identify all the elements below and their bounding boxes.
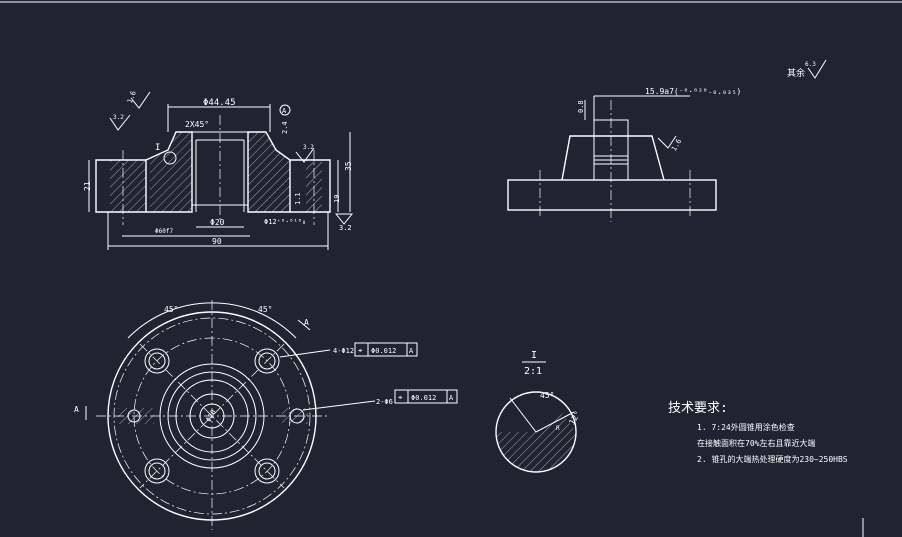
- roughness-1-label: 1.6: [126, 90, 138, 105]
- detail-hatch: [496, 410, 576, 472]
- depth-value-label: 1.1: [294, 192, 302, 205]
- overall-width-label: 90: [212, 237, 222, 246]
- angle-label-2: 45°: [258, 305, 272, 314]
- right-body-hatch: [248, 132, 290, 212]
- tolerance-bore-label: Φ12⁺⁰·⁰¹⁸₀: [264, 218, 306, 226]
- datum-top-arrow: [297, 319, 311, 331]
- datum-marker-label: A: [282, 107, 287, 115]
- bolt-hole-tl: [144, 348, 170, 374]
- fcf-1: [354, 342, 418, 357]
- side-view: 15.9a7(⁻⁰·⁰²⁰₋₀.₀₃₅) 0.8 1.6: [507, 87, 741, 222]
- plan-view: 45° 45° A A 4-Φ12 ⌖ Φ0.012 A 2-Φ6 ⌖ Φ0.0…: [74, 300, 458, 530]
- other-roughness: 其余 6.3: [787, 59, 827, 79]
- inner-diameter-label: Φ20: [210, 218, 225, 227]
- bolt-hole-tl-inner: [148, 352, 166, 370]
- roughness-symbol-2: [109, 114, 131, 131]
- chamfer-label: 2X45°: [185, 120, 209, 129]
- detail-scale-top: I: [531, 350, 537, 361]
- roughness-3-label: 3.2: [303, 144, 314, 151]
- bolt-hole-br-inner: [258, 462, 276, 480]
- counterbore-label: Φ60f7: [155, 228, 173, 235]
- bore-diameter-label: Φ44.45: [203, 98, 236, 108]
- tech-requirements: 技术要求: 1. 7:24外圆锥用涂色检查 在接触面积在70%左右且靠近大端 2…: [668, 401, 848, 464]
- left-height-label: 0.8: [577, 100, 585, 113]
- datum-circle: [279, 104, 291, 116]
- plan-diag-1: [139, 343, 285, 489]
- bolt-hole-bl-inner: [148, 462, 166, 480]
- height-right-label: 35: [344, 161, 353, 171]
- other-label: 其余: [787, 67, 805, 79]
- step-height-label: 19: [333, 195, 341, 203]
- detail-angle-1: 45°: [540, 391, 554, 400]
- section-view: I Φ44.45 2X45° A 2.4 1.6 3.2 3.2 3.2 21 …: [83, 90, 354, 250]
- tech-line-1: 1. 7:24外圆锥用涂色检查: [697, 422, 795, 432]
- fcf-1-tol: Φ0.012: [371, 347, 396, 355]
- other-roughness-symbol: [807, 59, 827, 79]
- roughness-symbol-3: [295, 147, 315, 163]
- tech-line-2: 在接触面积在70%左右且靠近大端: [697, 438, 815, 448]
- roughness-2-label: 3.2: [113, 114, 124, 121]
- bolt-hole-tr: [254, 348, 280, 374]
- hole-callout-1-label: 4-Φ12: [333, 347, 354, 355]
- fcf-2-datum: A: [449, 394, 454, 402]
- angle-label-1: 45°: [164, 305, 178, 314]
- fcf-2: [394, 389, 458, 404]
- fcf-1-datum: A: [409, 347, 414, 355]
- left-body-hatch: [150, 132, 192, 212]
- detail-radius: R: [556, 425, 560, 432]
- roughness-symbol-1: [130, 91, 151, 109]
- detail-mark-label: I: [155, 143, 160, 153]
- position-symbol-2: ⌖: [398, 393, 403, 402]
- bolt-hole-tr-inner: [258, 352, 276, 370]
- pin-section-right: [282, 408, 308, 424]
- leader-2: [302, 400, 376, 411]
- pin-section-left: [118, 408, 154, 424]
- bolt-hole-bl: [144, 458, 170, 484]
- taper-roughness-symbol: [657, 135, 677, 149]
- leader-1: [279, 349, 331, 358]
- detail-edges: [509, 397, 575, 433]
- left-flange-hatch: [110, 160, 146, 212]
- position-symbol-1: ⌖: [358, 346, 363, 355]
- datum-left-label: A: [74, 405, 79, 414]
- hole-callout-2-label: 2-Φ6: [376, 398, 393, 406]
- angle-arc: [127, 302, 297, 339]
- roughness-symbol-4: [334, 213, 354, 225]
- plan-diag-2: [139, 343, 285, 489]
- datum-top-label: A: [304, 318, 309, 327]
- tech-line-3: 2. 锥孔的大端热处理硬度为230~250HBS: [697, 454, 848, 464]
- height-left-label: 21: [83, 181, 92, 191]
- detail-circle: [163, 151, 177, 165]
- shaft-fit-label: 15.9a7(⁻⁰·⁰²⁰₋₀.₀₃₅): [645, 87, 741, 96]
- other-roughness-label: 6.3: [805, 61, 816, 68]
- depth-small-label: 2.4: [281, 121, 289, 134]
- roughness-4-label: 3.2: [339, 224, 352, 232]
- tech-title: 技术要求:: [668, 401, 728, 416]
- fcf-2-tol: Φ0.012: [411, 394, 436, 402]
- detail-scale-bottom: 2:1: [524, 366, 542, 377]
- detail-view: I 2:1 45° 12° R: [495, 350, 582, 473]
- bolt-hole-br: [254, 458, 280, 484]
